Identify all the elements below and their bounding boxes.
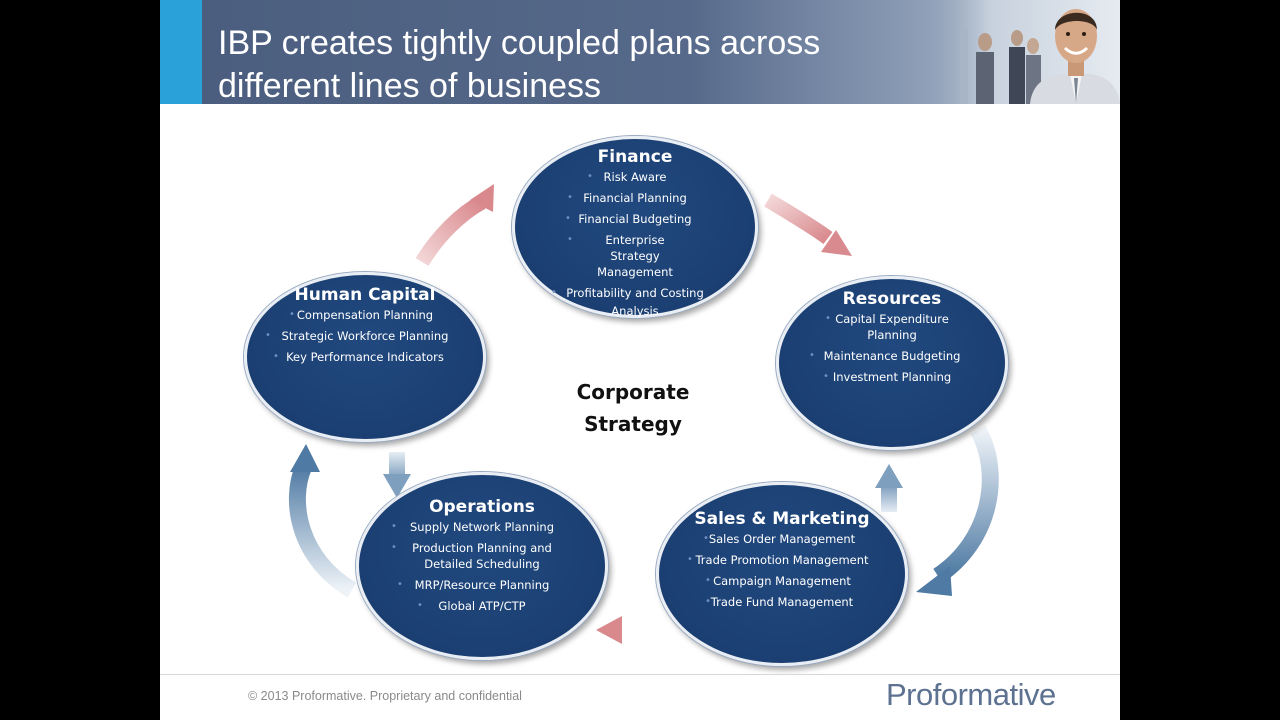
list-item: •Financial Planning bbox=[567, 191, 687, 205]
list-item: •Sales Order Management bbox=[703, 532, 856, 546]
businessman-photo-icon bbox=[920, 0, 1120, 104]
node-finance-title: Finance bbox=[597, 147, 673, 167]
center-label-line1: Corporate bbox=[576, 380, 690, 404]
node-sales-marketing-title: Sales & Marketing bbox=[694, 509, 870, 529]
list-item: •Campaign Management bbox=[705, 574, 851, 588]
copyright-text: © 2013 Proformative. Proprietary and con… bbox=[248, 689, 522, 703]
arrow-resources-to-sales bbox=[916, 425, 999, 596]
list-item: •Risk Aware bbox=[587, 170, 667, 184]
node-finance-list: •Risk Aware •Financial Planning •Financi… bbox=[515, 169, 755, 319]
node-sales-marketing-list: •Sales Order Management •Trade Promotion… bbox=[659, 531, 905, 610]
list-item: •Investment Planning bbox=[823, 370, 952, 384]
list-item: •Compensation Planning bbox=[289, 308, 434, 322]
node-human-capital: Human Capital •Compensation Planning •St… bbox=[244, 272, 486, 442]
list-item: •Strategic Workforce Planning bbox=[265, 329, 449, 343]
cycle-arrows bbox=[289, 184, 999, 644]
arrow-operations-to-humancapital bbox=[289, 444, 357, 598]
list-item: •Maintenance Budgeting bbox=[809, 349, 961, 363]
arrow-finance-to-resources bbox=[764, 193, 852, 256]
arrow-sales-to-operations bbox=[596, 616, 688, 644]
node-sales-marketing: Sales & Marketing •Sales Order Managemen… bbox=[656, 482, 908, 666]
arrow-sales-to-resources bbox=[875, 464, 903, 512]
node-operations-list: •Supply Network Planning •Production Pla… bbox=[359, 519, 605, 614]
list-item: •Global ATP/CTP bbox=[417, 599, 526, 613]
node-resources-list: •Capital Expenditure Planning •Maintenan… bbox=[779, 311, 1005, 385]
node-operations: Operations •Supply Network Planning •Pro… bbox=[356, 472, 608, 660]
list-item: •Production Planning and Detailed Schedu… bbox=[391, 541, 552, 571]
slide: IBP creates tightly coupled plans across… bbox=[160, 0, 1120, 720]
list-item: •Financial Budgeting bbox=[565, 212, 692, 226]
slide-title-line1: IBP creates tightly coupled plans across bbox=[218, 24, 821, 62]
center-label-corporate-strategy: Corporate Strategy bbox=[560, 376, 706, 440]
arrow-humancapital-to-finance bbox=[415, 184, 494, 267]
list-item: •Trade Fund Management bbox=[705, 595, 854, 609]
list-item: Analysis bbox=[611, 304, 659, 318]
slide-title-line2: different lines of business bbox=[218, 67, 602, 105]
list-item: •Trade Promotion Management bbox=[687, 553, 869, 567]
list-item: •Supply Network Planning bbox=[391, 520, 555, 534]
node-finance: Finance •Risk Aware •Financial Planning … bbox=[512, 136, 758, 318]
node-resources-title: Resources bbox=[842, 289, 942, 309]
slide-title: IBP creates tightly coupled plans across… bbox=[218, 22, 938, 108]
node-human-capital-title: Human Capital bbox=[294, 285, 436, 305]
slide-footer: © 2013 Proformative. Proprietary and con… bbox=[160, 674, 1120, 720]
center-label-line2: Strategy bbox=[584, 412, 682, 436]
list-item: •Enterprise Strategy Management bbox=[567, 233, 673, 279]
node-operations-title: Operations bbox=[429, 497, 535, 517]
slide-header: IBP creates tightly coupled plans across… bbox=[160, 0, 1120, 105]
ibp-cycle-diagram: Finance •Risk Aware •Financial Planning … bbox=[160, 104, 1120, 674]
list-item: •Key Performance Indicators bbox=[273, 350, 444, 364]
header-accent-bar bbox=[160, 0, 202, 104]
node-human-capital-list: •Compensation Planning •Strategic Workfo… bbox=[247, 307, 483, 365]
list-item: •MRP/Resource Planning bbox=[397, 578, 550, 592]
list-item: •Profitability and Costing bbox=[551, 286, 704, 300]
node-resources: Resources •Capital Expenditure Planning … bbox=[776, 276, 1008, 450]
arrow-humancapital-to-operations bbox=[383, 452, 411, 498]
list-item: •Capital Expenditure Planning bbox=[825, 312, 949, 342]
proformative-logo: Proformative bbox=[886, 677, 1056, 712]
